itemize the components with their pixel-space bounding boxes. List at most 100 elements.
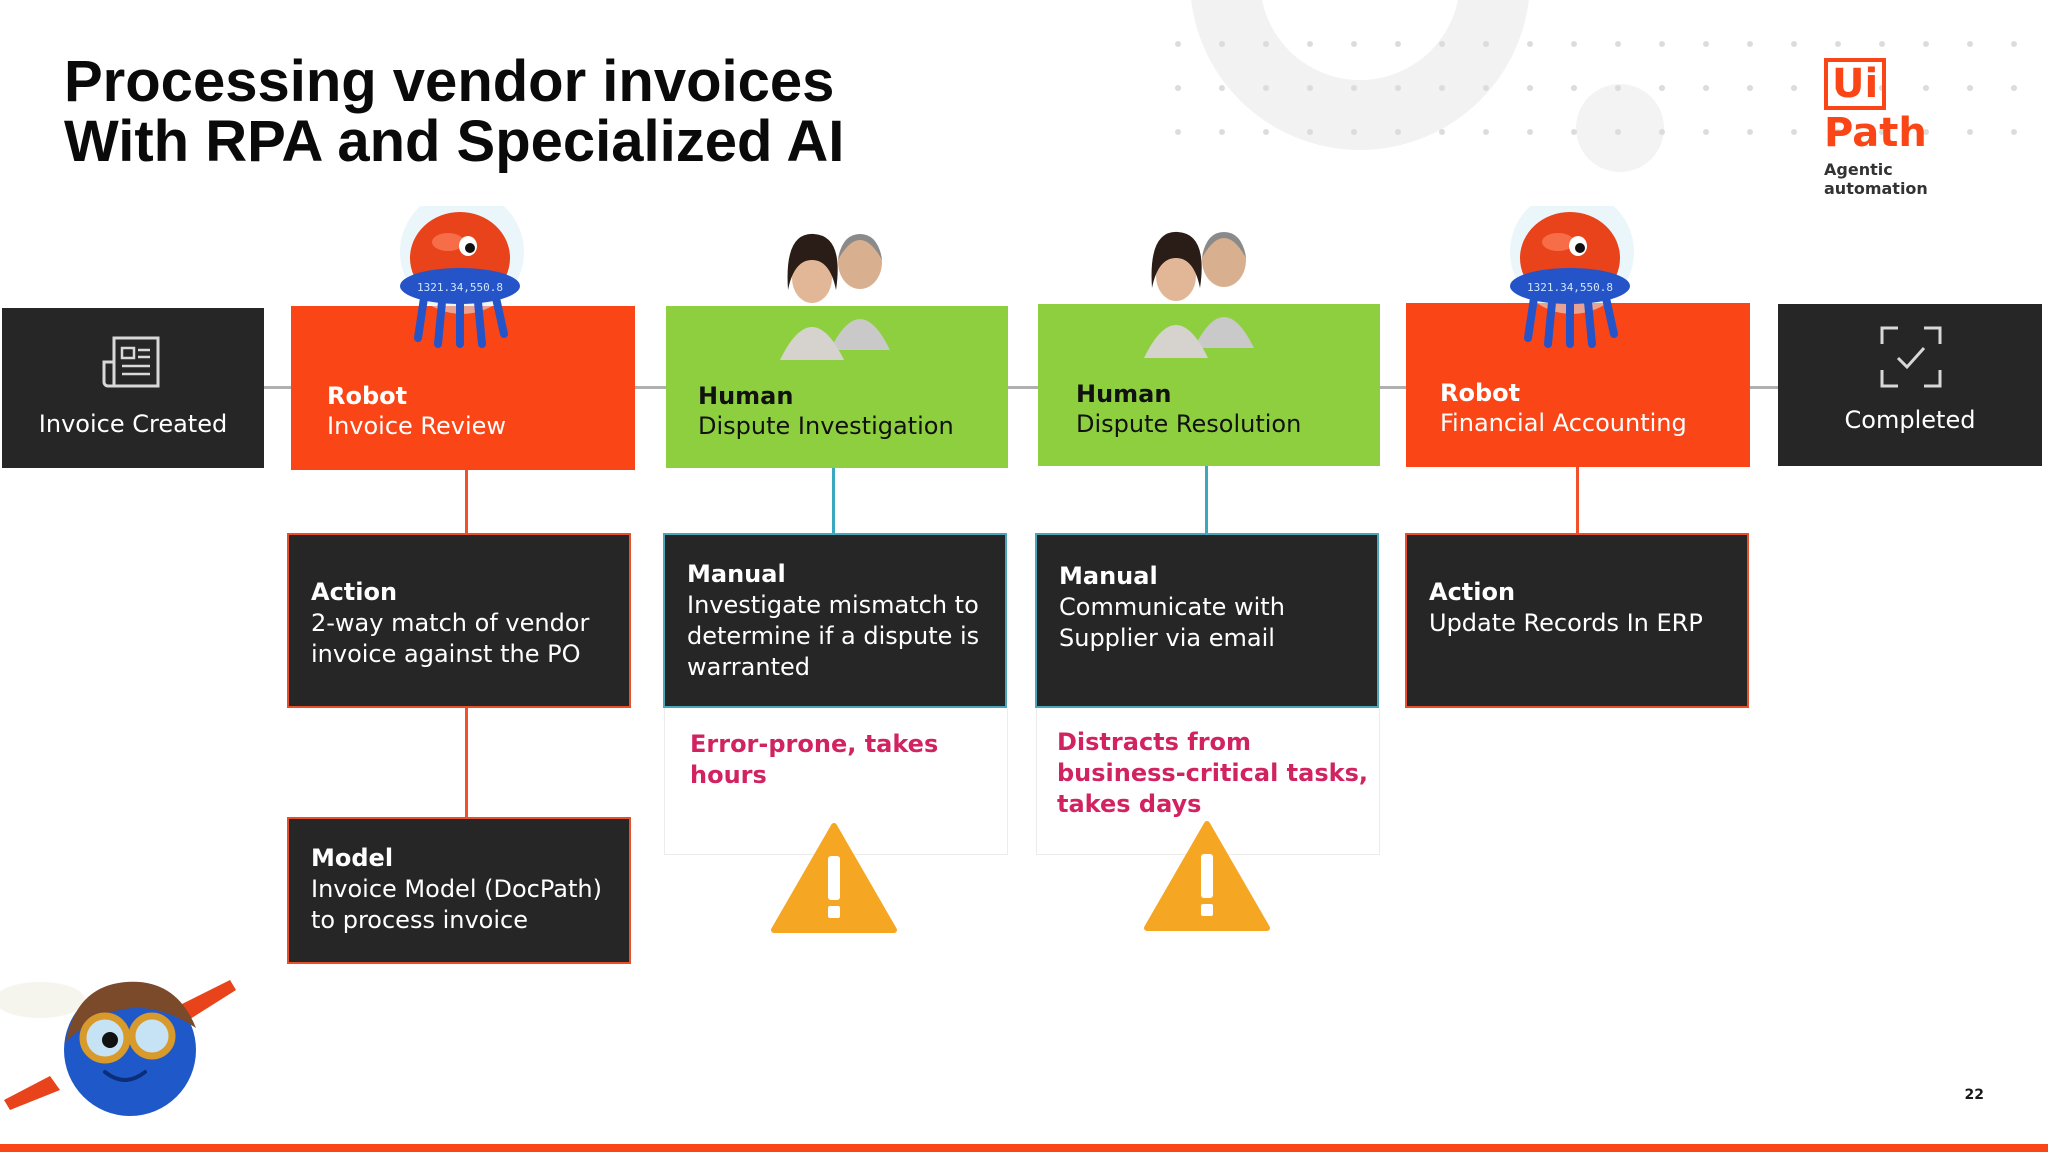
background-dot	[1747, 129, 1753, 135]
detail-heading: Manual	[1059, 562, 1158, 590]
background-dot	[1351, 41, 1357, 47]
connector-accounting-action	[1576, 467, 1579, 534]
background-dot	[1923, 85, 1929, 91]
end-node: Completed	[1778, 304, 2042, 466]
background-dot	[1263, 85, 1269, 91]
detail-heading: Action	[311, 578, 398, 606]
background-dot	[1703, 41, 1709, 47]
background-dot	[1835, 41, 1841, 47]
document-icon	[102, 336, 160, 388]
connector-review-model	[465, 708, 468, 818]
stage-name: Dispute Resolution	[1076, 410, 1302, 438]
background-dot	[1571, 85, 1577, 91]
logo-tagline: Agentic automation	[1824, 160, 1928, 198]
warning-text-investigation: Error-prone, takes hours	[690, 730, 939, 789]
background-dot	[1351, 129, 1357, 135]
title-line-2: With RPA and Specialized AI	[64, 109, 845, 174]
background-dot	[1175, 41, 1181, 47]
detail-investigation-manual: Manual Investigate mismatch to determine…	[663, 533, 1007, 708]
background-dot	[1791, 129, 1797, 135]
background-dot	[1395, 85, 1401, 91]
detail-heading: Model	[311, 844, 394, 872]
warning-triangle-icon	[1144, 821, 1270, 931]
robot-mascot-icon: 1321.34,550.8	[400, 206, 524, 348]
detail-accounting-action: Action Update Records In ERP	[1405, 533, 1749, 708]
bottom-accent-bar	[0, 1144, 2048, 1152]
background-dot	[1527, 41, 1533, 47]
background-dot	[1747, 85, 1753, 91]
logo-path-text: Path	[1824, 110, 1927, 156]
stage-type: Robot	[1440, 379, 1521, 407]
background-dot	[1703, 129, 1709, 135]
detail-text: 2-way match of vendor invoice against th…	[311, 609, 590, 668]
people-photo-icon	[1144, 231, 1254, 358]
stage-type: Human	[1076, 380, 1172, 408]
background-dot	[1351, 85, 1357, 91]
detail-resolution-manual: Manual Communicate with Supplier via ema…	[1035, 533, 1379, 708]
stage-name: Invoice Review	[327, 412, 507, 440]
background-dot	[1307, 41, 1313, 47]
background-dot	[2011, 85, 2017, 91]
detail-heading: Manual	[687, 560, 786, 588]
background-dot	[1483, 85, 1489, 91]
background-dot	[1219, 41, 1225, 47]
svg-text:1321.34,550.8: 1321.34,550.8	[417, 281, 503, 294]
start-node-label: Invoice Created	[38, 410, 228, 438]
check-frame-icon	[1880, 326, 1942, 388]
background-dot	[1175, 129, 1181, 135]
background-dot	[1659, 129, 1665, 135]
background-dot	[1307, 129, 1313, 135]
start-node: Invoice Created	[2, 308, 264, 468]
logo-ui-mark: Ui	[1824, 58, 1887, 110]
detail-heading: Action	[1429, 578, 1516, 606]
background-dot	[1219, 129, 1225, 135]
background-dot	[1879, 41, 1885, 47]
stage-type: Human	[698, 382, 794, 410]
connector-resolution-manual	[1205, 466, 1208, 534]
background-dot	[1615, 41, 1621, 47]
background-dot	[1967, 129, 1973, 135]
svg-text:1321.34,550.8: 1321.34,550.8	[1527, 281, 1613, 294]
background-dot	[1659, 85, 1665, 91]
detail-invoice-review-action: Action 2-way match of vendor invoice aga…	[287, 533, 631, 708]
background-dot	[1659, 41, 1665, 47]
stage-dispute-investigation: Human Dispute Investigation	[666, 306, 1008, 468]
background-dot-pattern	[1175, 0, 2017, 172]
background-dot	[1967, 41, 1973, 47]
stage-name: Dispute Investigation	[698, 412, 954, 440]
background-dot	[1439, 41, 1445, 47]
background-dot	[1439, 129, 1445, 135]
people-photo-icon	[760, 233, 910, 360]
detail-text: Investigate mismatch to determine if a d…	[687, 591, 980, 681]
background-dot	[1527, 85, 1533, 91]
stage-financial-accounting: Robot Financial Accounting	[1406, 303, 1750, 467]
detail-invoice-review-model: Model Invoice Model (DocPath) to process…	[287, 817, 631, 964]
background-dot	[2011, 129, 2017, 135]
background-dot	[1571, 129, 1577, 135]
title-line-1: Processing vendor invoices	[64, 49, 835, 114]
stage-name: Financial Accounting	[1440, 409, 1687, 437]
background-dot	[1835, 85, 1841, 91]
warning-text-resolution: Distracts from business-critical tasks, …	[1057, 728, 1368, 818]
background-dot	[1263, 41, 1269, 47]
background-dot	[1703, 85, 1709, 91]
background-dot	[1615, 129, 1621, 135]
connector-review-action	[465, 470, 468, 534]
uipath-logo: UiPath Agentic automation	[1824, 58, 1984, 198]
background-dot	[1263, 129, 1269, 135]
connector-investigation-manual	[832, 468, 835, 534]
background-dot	[1527, 129, 1533, 135]
background-dot	[1571, 41, 1577, 47]
background-dot	[1483, 41, 1489, 47]
aviator-mascot-icon	[0, 980, 236, 1116]
warning-triangle-icon	[771, 823, 897, 933]
background-dot	[1175, 85, 1181, 91]
background-dot	[1483, 129, 1489, 135]
background-dot	[1395, 41, 1401, 47]
detail-text: Invoice Model (DocPath) to process invoi…	[311, 875, 602, 934]
stage-type: Robot	[327, 382, 408, 410]
robot-mascot-icon: 1321.34,550.8	[1510, 206, 1634, 348]
page-number: 22	[1964, 1087, 1984, 1103]
background-dot	[1219, 85, 1225, 91]
background-dot	[1791, 41, 1797, 47]
